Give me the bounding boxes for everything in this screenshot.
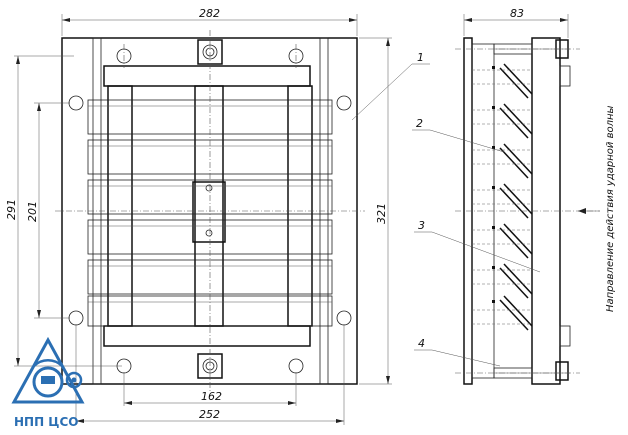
side-view: 83 2 3 4 Направление действия ударной во… [412,7,616,385]
side-blades [499,63,533,331]
callout-3: 3 [418,219,425,232]
callout-4: 4 [418,337,425,350]
dim-282: 282 [199,7,220,20]
dim-252: 252 [199,408,220,421]
dim-83: 83 [510,7,524,20]
dim-291: 291 [5,199,18,220]
front-view: 282 291 201 321 162 252 [5,7,430,425]
dim-162: 162 [201,390,222,403]
logo: НПП ЦСО [11,336,85,429]
callout-2: 2 [416,117,423,130]
callout-1: 1 [417,51,424,64]
side-hidden-lines [472,69,532,325]
logo-emblem-icon [11,336,85,404]
dim-321: 321 [375,203,388,224]
dim-201: 201 [26,201,39,222]
logo-text: НПП ЦСО [14,415,78,429]
shockwave-direction-note: Направление действия ударной волны [605,105,616,312]
